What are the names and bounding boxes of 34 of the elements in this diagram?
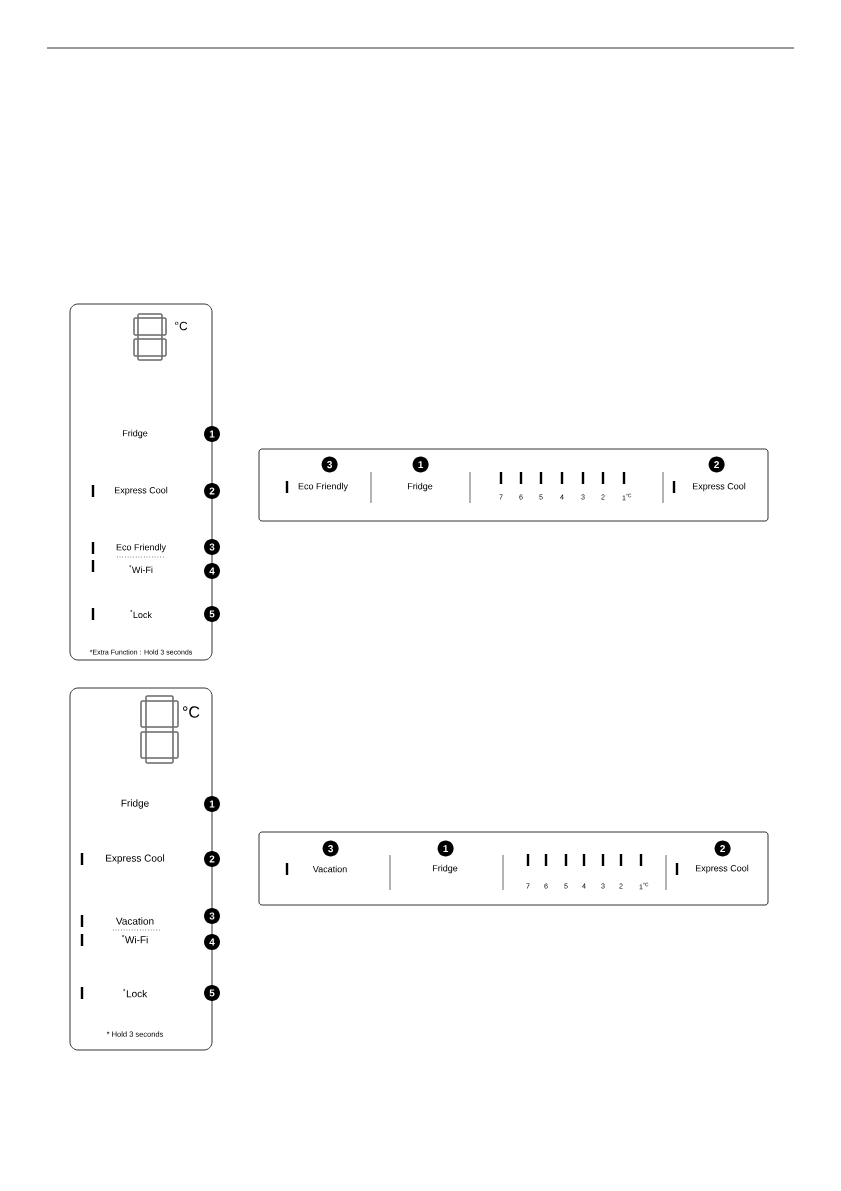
function-label: Eco Friendly [298, 482, 348, 492]
callout-number: 2 [204, 851, 220, 867]
function-label: $^{*}$Lock [130, 610, 152, 619]
function-label: Express Cool [696, 864, 749, 874]
function-label: Vacation [312, 865, 347, 873]
callout-number: 1 [412, 456, 429, 473]
callout-number: 1 [204, 426, 220, 442]
callout-number: 3 [204, 908, 220, 924]
function-label: Fridge [408, 482, 433, 492]
function-label: $^{*}$Wi-Fi [121, 934, 148, 944]
callout-number: 4 [204, 563, 220, 579]
callout-number: 1 [204, 796, 220, 812]
function-label: Eco Friendly [116, 543, 166, 553]
function-label: Express Cool [115, 486, 168, 496]
callout-number: 2 [714, 840, 731, 857]
function-label: Fridge [433, 864, 458, 874]
unit-label: °C [183, 706, 200, 718]
callout-number: 1 [437, 840, 454, 857]
function-label: Fridge [123, 429, 148, 439]
function-label: Vacation [115, 917, 154, 925]
function-label: Express Cool [106, 854, 165, 864]
function-label: Express Cool [693, 482, 746, 492]
callout-number: 3 [204, 539, 220, 555]
callout-number: 3 [321, 456, 338, 473]
function-label: Fridge [121, 799, 149, 809]
callout-number: 2 [708, 456, 725, 473]
callout-number: 3 [322, 840, 339, 857]
callout-number: 5 [204, 985, 220, 1001]
callout-number: 5 [204, 606, 220, 622]
callout-number: 4 [204, 934, 220, 950]
function-label: $^{*}$Wi-Fi [129, 565, 153, 573]
callout-number: 2 [204, 483, 220, 499]
function-label: $^{*}$Lock [122, 988, 148, 998]
unit-label: °C [175, 321, 188, 331]
